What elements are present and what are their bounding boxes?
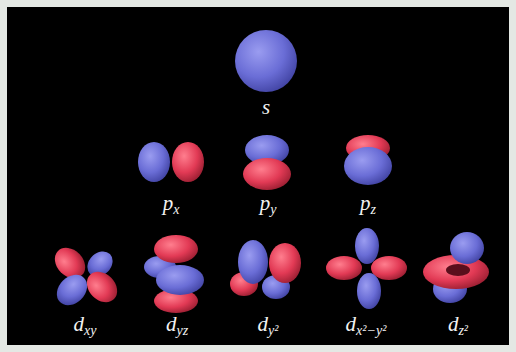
orbital-label: s: [262, 97, 270, 118]
orbital-label: px: [163, 193, 180, 214]
orbital-label: dy²: [258, 314, 279, 335]
orbital-label: dxy: [74, 314, 97, 335]
orbital-label: dyz: [166, 314, 188, 335]
orbital-label: dx²−y²: [346, 314, 387, 335]
orbital-label: py: [260, 193, 277, 214]
orbital-illustration: [7, 7, 509, 345]
orbital-label: pz: [360, 193, 376, 214]
orbital-panel: s px py pz dxy dyz dy² dx²−y² dz²: [7, 7, 509, 345]
orbital-label: dz²: [448, 314, 468, 335]
